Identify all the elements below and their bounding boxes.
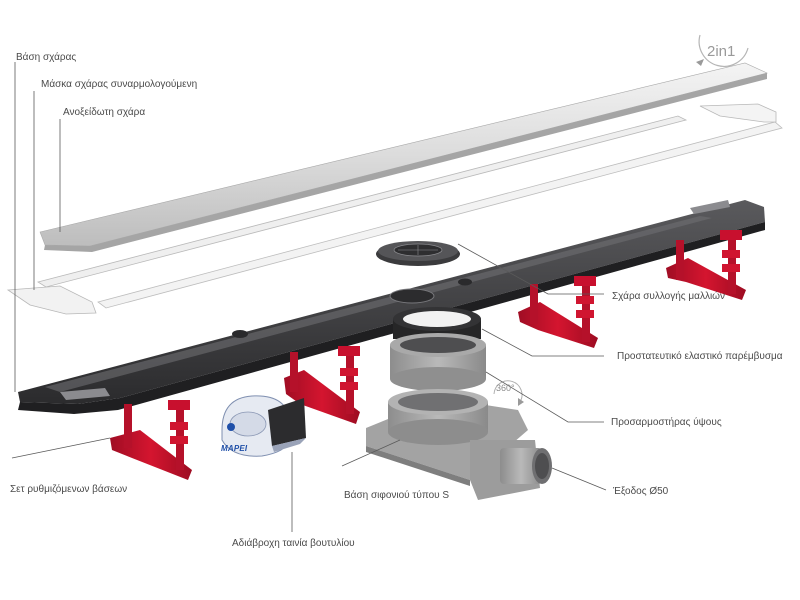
label-elastic-insert: Προστατευτικό ελαστικό παρέμβυσμα: [617, 351, 783, 362]
grate-mask-frame: [6, 103, 783, 315]
stainless-grate: [39, 62, 768, 252]
label-height-adapter: Προσαρμοστήρας ύψους: [611, 417, 722, 428]
label-outlet: Έξοδος Ø50: [613, 486, 669, 497]
adjustable-supports: [110, 230, 746, 480]
support-2: [284, 346, 360, 424]
rotation-arrow: [493, 380, 524, 406]
support-1: [110, 400, 192, 480]
mapei-logo: MAPEI: [221, 444, 248, 453]
hair-grate: [376, 241, 460, 266]
rotation-text: 360°: [496, 383, 515, 393]
label-grate-base: Βάση σχάρας: [16, 52, 77, 63]
support-4: [666, 230, 746, 300]
label-butyl-tape: Αδιάβροχη ταινία βουτυλίου: [232, 538, 355, 549]
label-hair-grate: Σχάρα συλλογής μαλλιών: [612, 291, 725, 302]
two-in-one-badge: [696, 34, 749, 67]
label-stainless-grate: Ανοξείδωτη σχάρα: [63, 107, 146, 118]
siphon-base: [366, 389, 552, 500]
leader-lines: [11, 62, 607, 532]
label-adjustable-bases: Σετ ρυθμιζόμενων βάσεων: [10, 484, 128, 495]
height-adapter: [390, 333, 486, 391]
support-3: [518, 276, 598, 348]
drain-channel: [18, 200, 765, 414]
two-in-one-text: 2in1: [707, 43, 736, 60]
label-siphon-base: Βάση σιφονιού τύπου S: [344, 490, 450, 501]
label-grate-mask: Μάσκα σχάρας συναρμολογούμενη: [41, 79, 198, 90]
butyl-tape-roll: [221, 395, 306, 457]
